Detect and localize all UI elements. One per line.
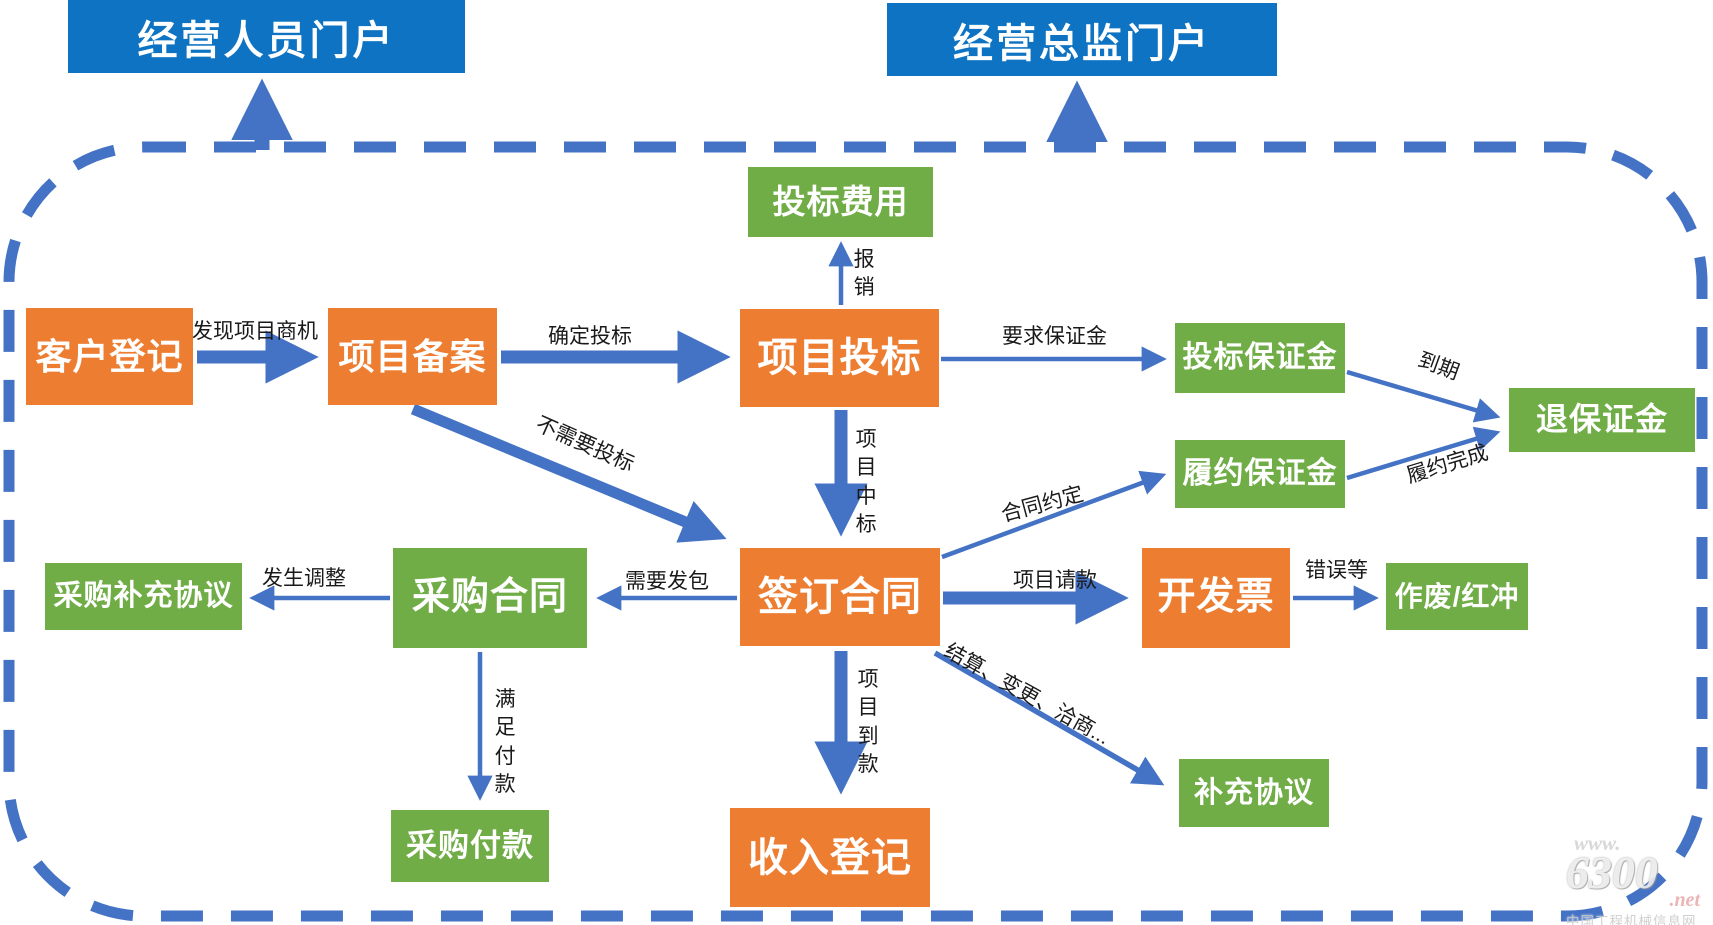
node-invoice-label: 开发票 [1157,576,1275,619]
edge-label-project-payment: 项目到款 [857,668,879,777]
node-customer-register: 客户登记 [26,308,193,405]
node-performance-deposit: 履约保证金 [1175,440,1345,508]
arrow-filing-to-sign-diagonal [410,403,727,543]
arrow-sign-to-perfdeposit [941,470,1167,560]
node-purchase-payment-label: 采购付款 [406,827,534,863]
edge-label-error-etc: 错误等 [1305,559,1368,582]
node-refund-deposit-label: 退保证金 [1535,401,1668,438]
node-bidding-cost-label: 投标费用 [772,182,909,220]
node-income-register: 收入登记 [730,808,930,907]
node-purchase-payment: 采购付款 [391,810,549,882]
node-purchase-supplement: 采购补充协议 [45,563,242,630]
edge-label-bid-won: 项目中标 [855,428,877,537]
edge-label-need-subcontract: 需要发包 [625,570,709,593]
arrow-sign-to-supplement-diagonal [933,650,1165,786]
node-refund-deposit: 退保证金 [1509,388,1695,452]
director-portal-header: 经营总监门户 [887,3,1277,76]
node-project-bidding: 项目投标 [740,309,939,407]
node-customer-register-label: 客户登记 [35,335,184,377]
node-sign-contract-label: 签订合同 [758,575,922,619]
node-void-redflush: 作废/红冲 [1386,563,1528,630]
edge-label-require-deposit: 要求保证金 [1002,325,1107,348]
node-bid-deposit-label: 投标保证金 [1182,341,1338,375]
staff-portal-label: 经营人员门户 [137,18,396,63]
edge-label-payment-due: 满足付款 [494,688,516,797]
node-purchase-supplement-label: 采购补充协议 [53,580,234,613]
node-project-filing: 项目备案 [328,308,497,405]
node-income-register-label: 收入登记 [748,835,912,880]
node-bid-deposit: 投标保证金 [1175,323,1345,393]
node-performance-deposit-label: 履约保证金 [1182,457,1338,491]
node-invoice: 开发票 [1142,548,1290,648]
node-project-bidding-label: 项目投标 [757,336,922,380]
director-portal-label: 经营总监门户 [953,21,1211,66]
arrow-biddeposit-to-refund [1346,369,1501,423]
node-supplement-label: 补充协议 [1193,776,1314,809]
node-void-redflush-label: 作废/红冲 [1394,580,1520,612]
node-purchase-contract-label: 采购合同 [411,576,568,619]
process-boundary-dashed-border [3,141,1708,922]
edge-label-confirm-bid: 确定投标 [548,325,632,348]
edge-label-discover: 发现项目商机 [192,320,318,343]
node-supplement: 补充协议 [1179,759,1329,827]
edge-label-adjustment: 发生调整 [262,567,346,590]
node-bidding-cost: 投标费用 [748,167,933,237]
node-purchase-contract: 采购合同 [393,548,587,648]
edge-label-reimburse: 报销 [853,248,875,300]
staff-portal-header: 经营人员门户 [68,0,465,73]
arrow-perfdeposit-to-refund [1346,426,1501,481]
edge-label-project-billing: 项目请款 [1013,569,1097,592]
node-project-filing-label: 项目备案 [338,335,487,377]
node-sign-contract: 签订合同 [740,548,940,646]
